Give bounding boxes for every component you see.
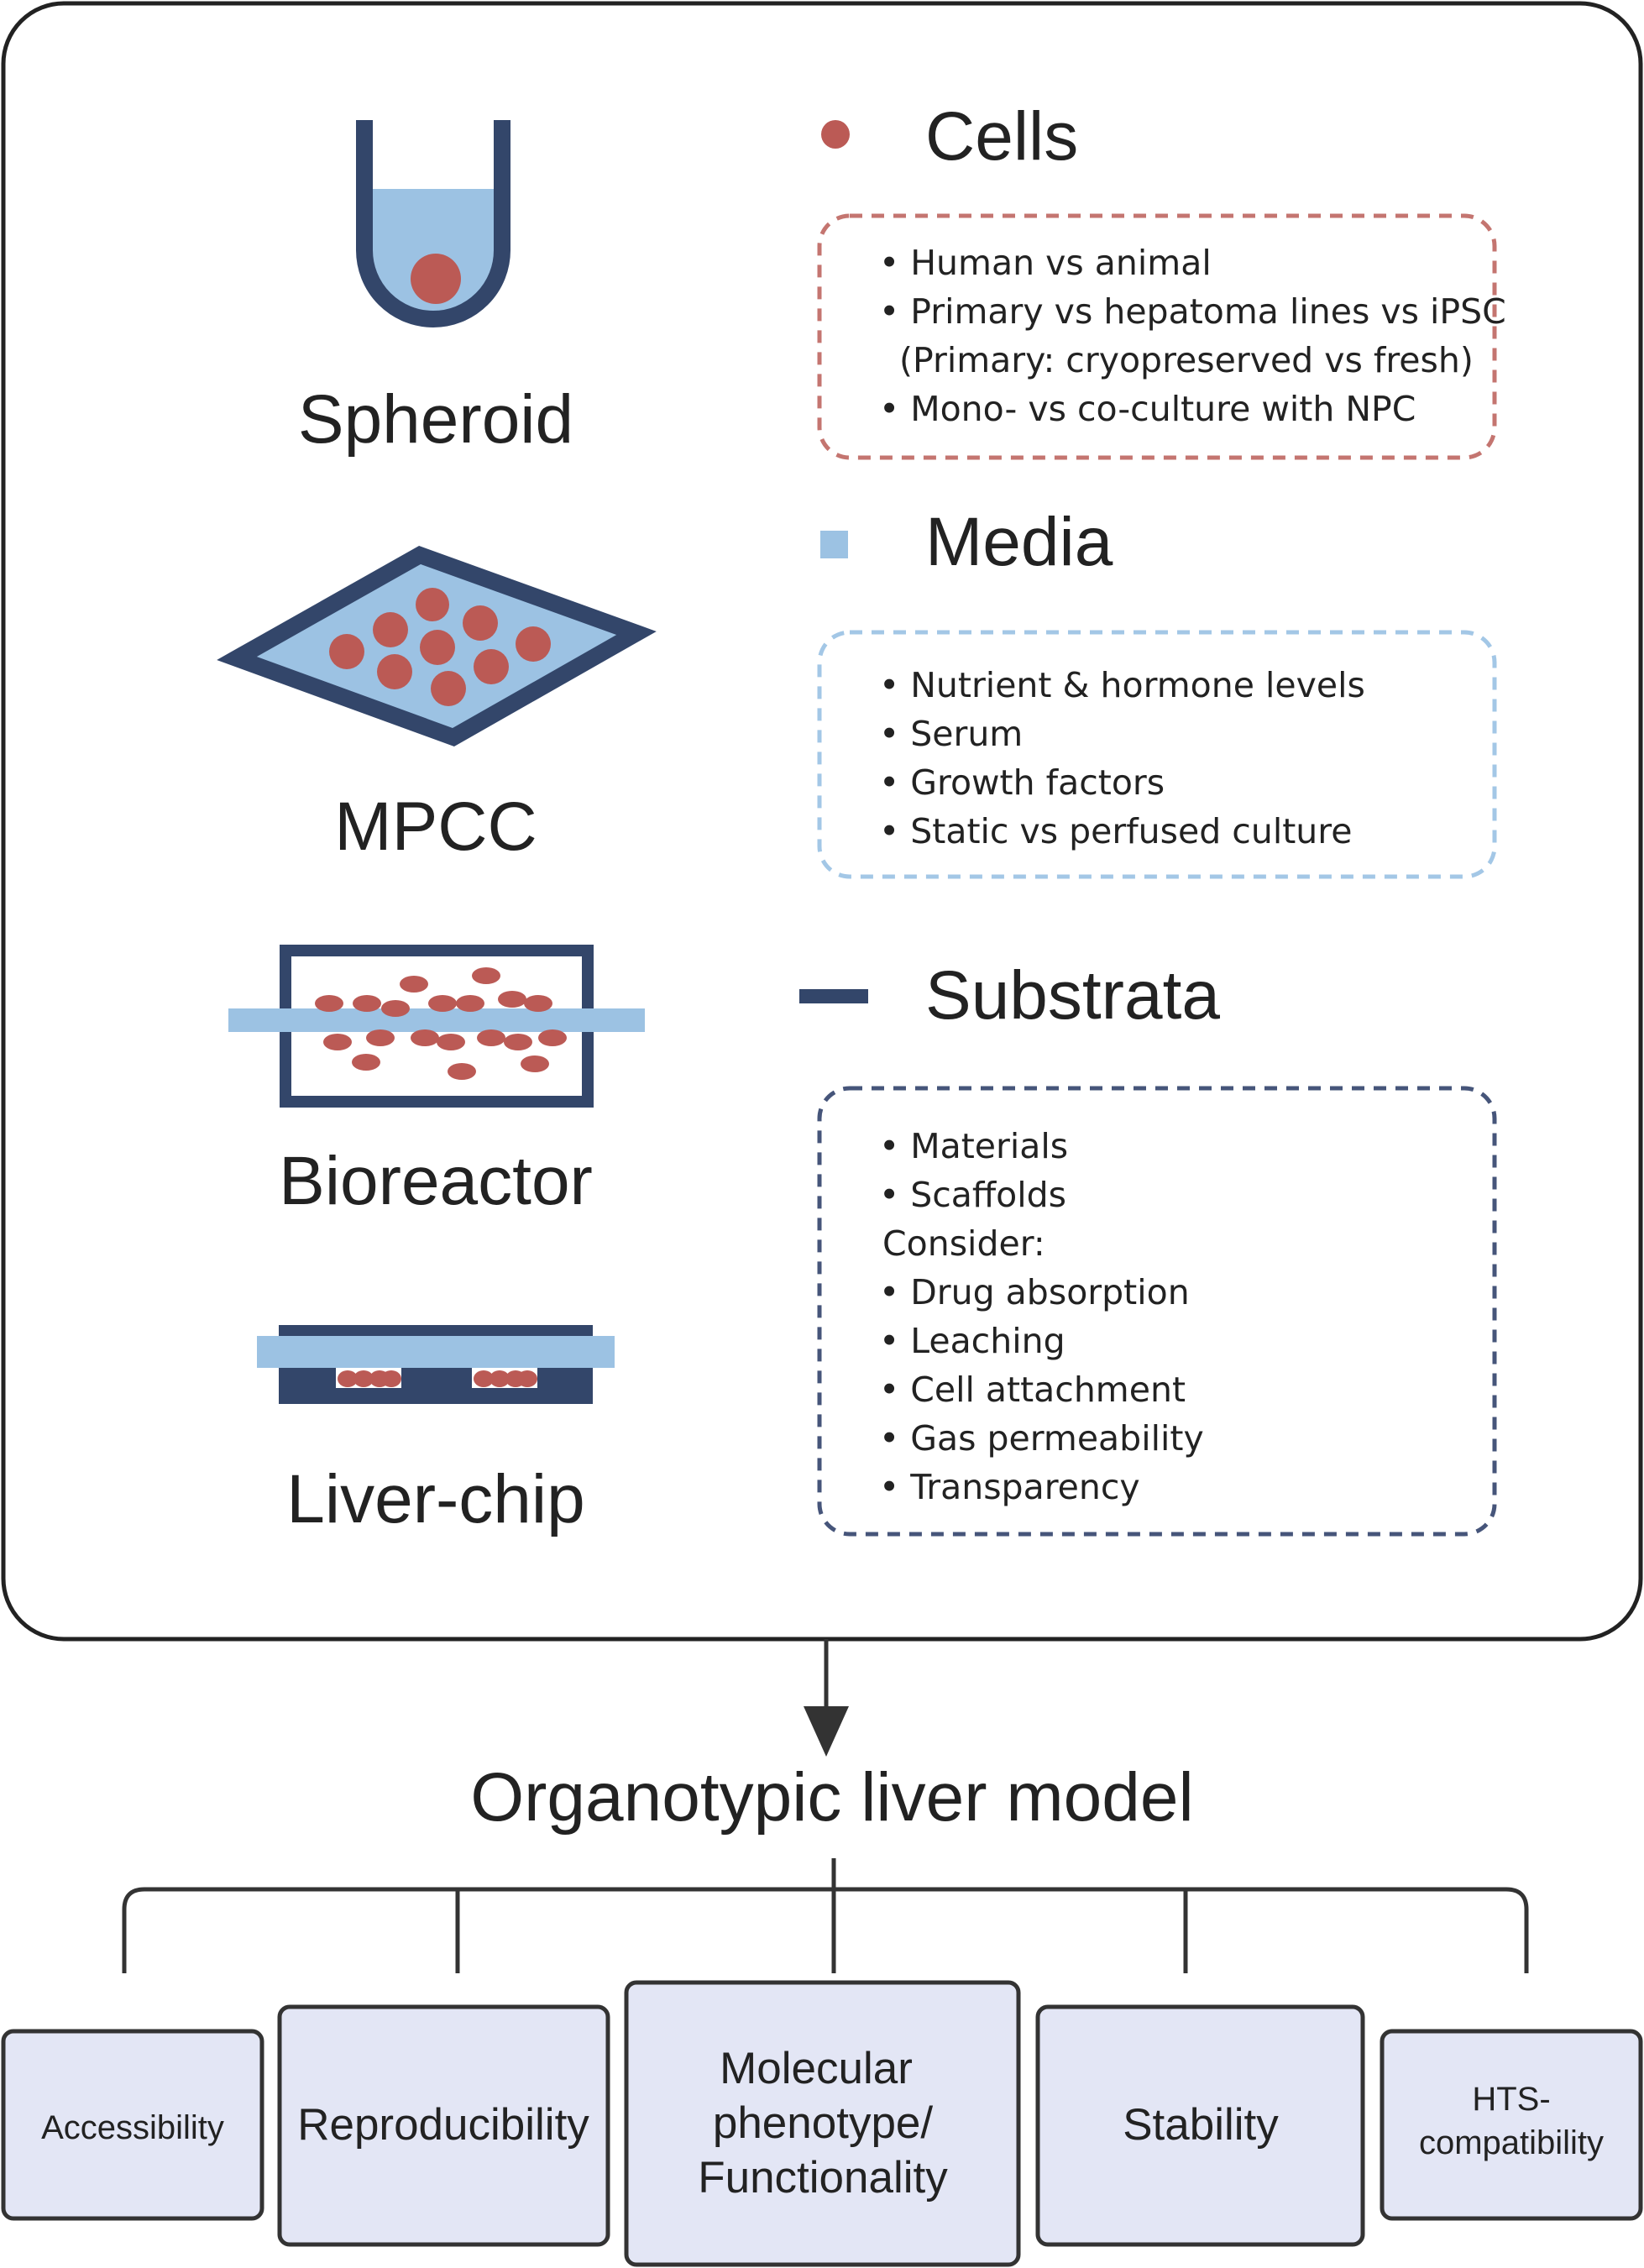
bioreactor-label: Bioreactor xyxy=(279,1143,593,1219)
outer-frame xyxy=(1,1,1643,1642)
mpcc-icon xyxy=(217,546,657,746)
media-item: • Serum xyxy=(879,714,1023,754)
cells-item: • Primary vs hepatoma lines vs iPSC xyxy=(879,291,1506,332)
cells-title: Cells xyxy=(925,98,1078,175)
media-item: • Growth factors xyxy=(879,762,1165,803)
down-arrow-icon xyxy=(804,1639,849,1757)
bioreactor-icon xyxy=(228,945,645,1108)
mpcc-label: MPCC xyxy=(334,788,537,865)
outcome-accessibility: Accessibility xyxy=(1,2029,264,2221)
outcome-bracket xyxy=(122,1858,1529,1973)
cells-box xyxy=(817,213,1497,460)
substrata-item: • Scaffolds xyxy=(879,1175,1066,1215)
outcome-hts-compatibility: HTS- compatibility xyxy=(1380,2029,1643,2221)
media-item: • Static vs perfused culture xyxy=(879,811,1352,851)
outcome-molecular-phenotype: Molecular phenotype/ Functionality xyxy=(624,1980,1021,2267)
media-item: • Nutrient & hormone levels xyxy=(879,665,1365,705)
substrata-item: • Cell attachment xyxy=(879,1370,1186,1410)
substrata-item: • Gas permeability xyxy=(879,1418,1204,1459)
result-title: Organotypic liver model xyxy=(470,1759,1193,1836)
outcome-molecular-label: Molecular xyxy=(720,2044,913,2093)
media-box xyxy=(817,630,1497,879)
spheroid-label: Spheroid xyxy=(298,381,573,458)
outcome-accessibility-label: Accessibility xyxy=(41,2109,224,2146)
outcome-stability: Stability xyxy=(1035,2004,1365,2247)
substrata-box xyxy=(817,1086,1497,1537)
outcome-hts-label: HTS- xyxy=(1472,2081,1550,2118)
liver-chip-label: Liver-chip xyxy=(286,1461,584,1537)
cells-marker-icon xyxy=(821,120,850,149)
substrata-item: • Drug absorption xyxy=(879,1272,1190,1312)
cells-item: • Mono- vs co-culture with NPC xyxy=(879,389,1416,429)
cells-item: • Human vs animal xyxy=(879,243,1212,283)
substrata-title: Substrata xyxy=(925,957,1220,1034)
substrata-item: • Transparency xyxy=(879,1467,1140,1507)
substrata-item: • Materials xyxy=(879,1126,1068,1166)
outcome-compatibility-label: compatibility xyxy=(1419,2124,1604,2161)
outcome-phenotype-label: phenotype/ xyxy=(713,2098,934,2148)
media-marker-icon xyxy=(820,531,848,558)
outcome-reproducibility-label: Reproducibility xyxy=(297,2100,589,2150)
outcome-stability-label: Stability xyxy=(1123,2100,1279,2150)
spheroid-icon xyxy=(356,120,510,327)
outcome-reproducibility: Reproducibility xyxy=(277,2004,610,2247)
outcome-functionality-label: Functionality xyxy=(698,2153,948,2203)
cells-item: (Primary: cryopreserved vs fresh) xyxy=(899,340,1474,380)
media-title: Media xyxy=(925,504,1113,580)
liver-chip-icon xyxy=(257,1325,615,1404)
substrata-item: • Leaching xyxy=(879,1321,1065,1361)
substrata-item: Consider: xyxy=(882,1223,1045,1264)
substrata-marker-icon xyxy=(799,989,868,1003)
